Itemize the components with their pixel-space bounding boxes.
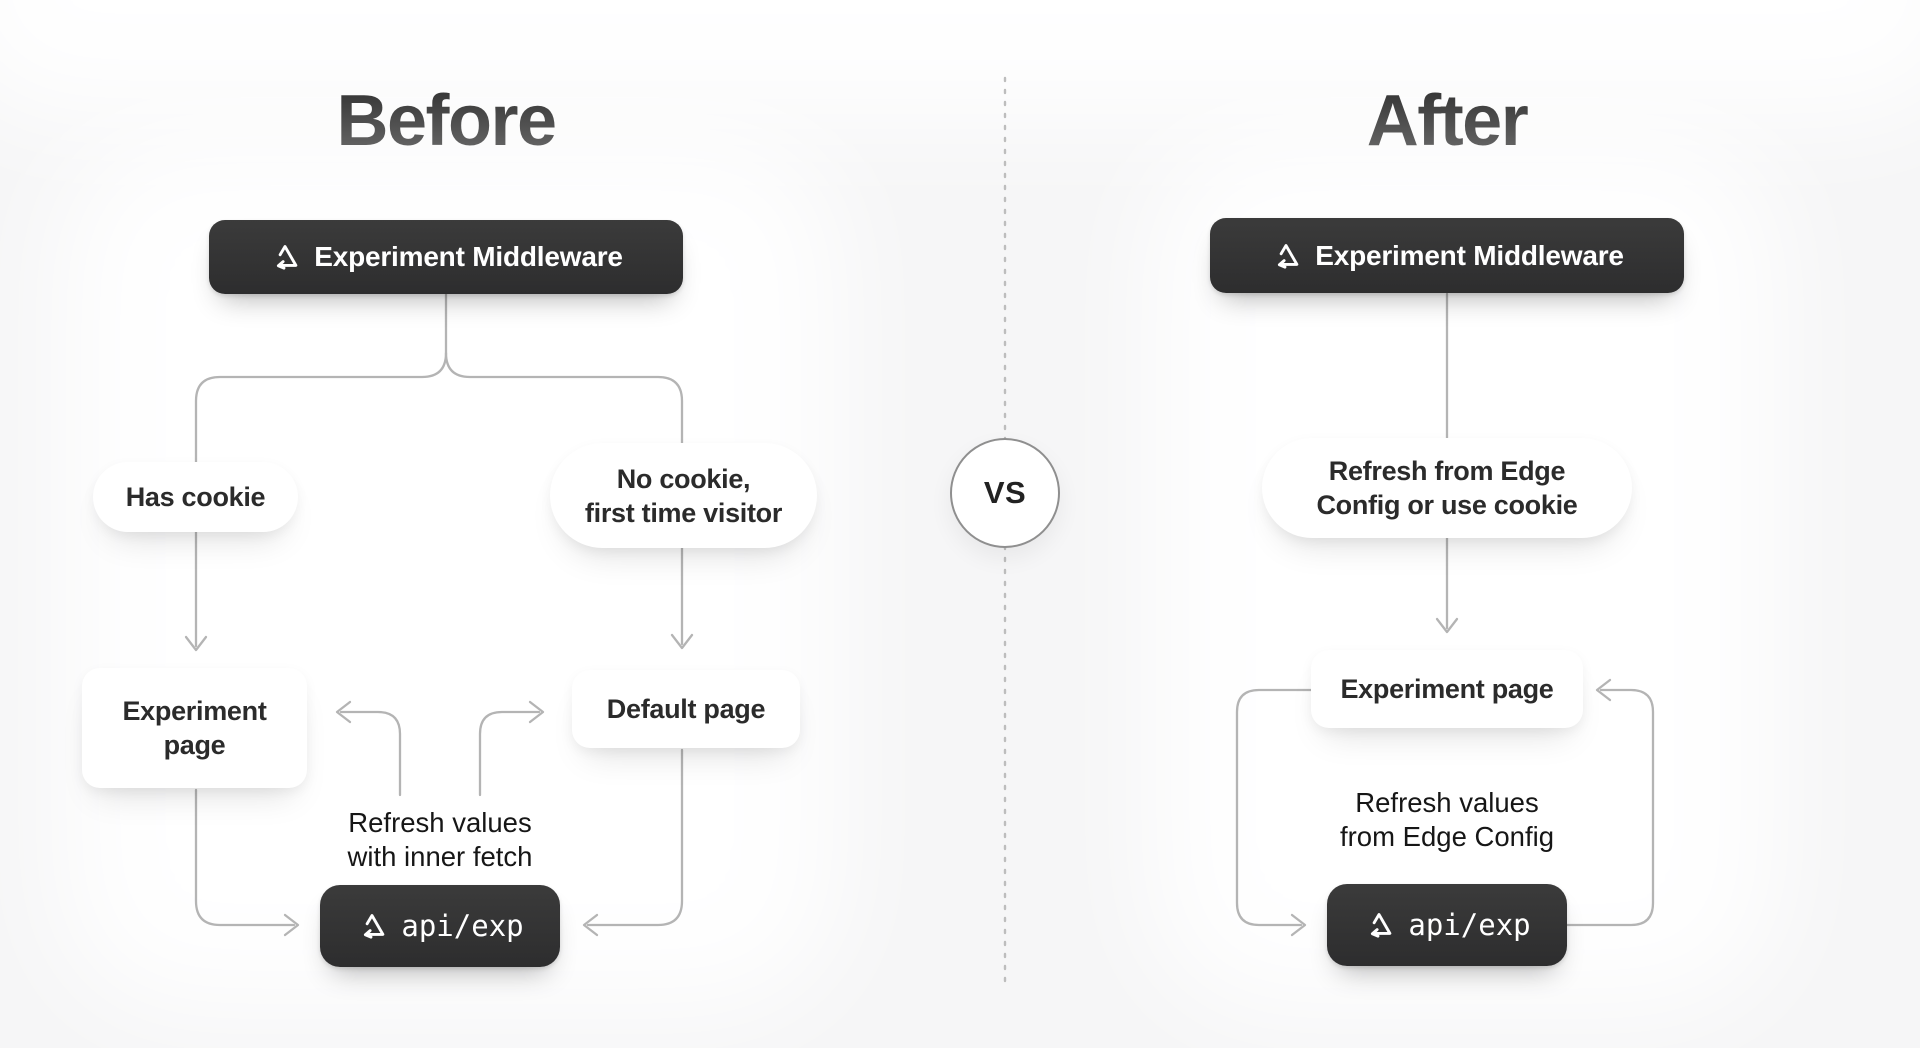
- before-api-exp-node: api/exp: [320, 885, 560, 967]
- arrowhead-left: [335, 700, 352, 724]
- after-refresh-note-line1: Refresh values: [1355, 787, 1539, 818]
- before-middleware-label: Experiment Middleware: [314, 241, 623, 272]
- statsig-triangle-icon: [1371, 913, 1392, 938]
- has-cookie-label: Has cookie: [125, 482, 266, 512]
- arrowhead-right: [528, 700, 545, 724]
- statsig-triangle-icon: [277, 245, 298, 270]
- after-refresh-note: Refresh values from Edge Config: [1297, 786, 1597, 854]
- before-experiment-page-label: Experiment page: [122, 696, 267, 760]
- before-refresh-note-line1: Refresh values: [348, 807, 532, 838]
- after-experiment-page-node: Experiment page: [1311, 650, 1583, 728]
- before-refresh-note-line2: with inner fetch: [347, 841, 533, 872]
- default-page-label: Default page: [606, 694, 766, 724]
- after-middleware-label: Experiment Middleware: [1315, 239, 1624, 271]
- after-api-exp-label: api/exp: [1408, 908, 1531, 942]
- arrowhead-down: [670, 633, 694, 650]
- after-title: After: [1147, 80, 1747, 162]
- no-cookie-line2: first time visitor: [584, 497, 783, 528]
- vs-label: VS: [983, 475, 1027, 510]
- statsig-triangle-icon: [1278, 243, 1299, 269]
- before-refresh-note: Refresh values with inner fetch: [290, 806, 590, 874]
- arrowhead-left: [1595, 678, 1612, 702]
- before-title: Before: [146, 80, 746, 162]
- arrowhead-right: [1290, 913, 1307, 937]
- after-api-exp-node: api/exp: [1327, 884, 1567, 966]
- refresh-edge-config-pill: Refresh from Edge Config or use cookie: [1262, 438, 1632, 538]
- default-page-node: Default page: [572, 670, 800, 748]
- arrowhead-right: [283, 913, 300, 937]
- before-api-exp-label: api/exp: [401, 909, 524, 943]
- vs-badge: VS: [950, 438, 1060, 548]
- before-experiment-page-node: Experiment page: [82, 668, 307, 788]
- arrowhead-down: [1435, 617, 1459, 634]
- no-cookie-line1: No cookie,: [616, 463, 751, 494]
- before-middleware-node: Experiment Middleware: [209, 220, 683, 294]
- after-refresh-note-line2: from Edge Config: [1340, 821, 1554, 852]
- after-experiment-page-label: Experiment page: [1340, 674, 1554, 704]
- after-middleware-node: Experiment Middleware: [1210, 218, 1684, 293]
- background-glow: [0, 0, 1920, 120]
- refresh-pill-line1: Refresh from Edge: [1328, 456, 1566, 486]
- has-cookie-pill: Has cookie: [93, 462, 298, 532]
- no-cookie-pill: No cookie, first time visitor: [550, 443, 817, 548]
- arrowhead-left: [582, 913, 599, 937]
- statsig-triangle-icon: [364, 914, 385, 939]
- refresh-pill-line2: Config or use cookie: [1316, 490, 1578, 520]
- arrowhead-down: [184, 635, 208, 652]
